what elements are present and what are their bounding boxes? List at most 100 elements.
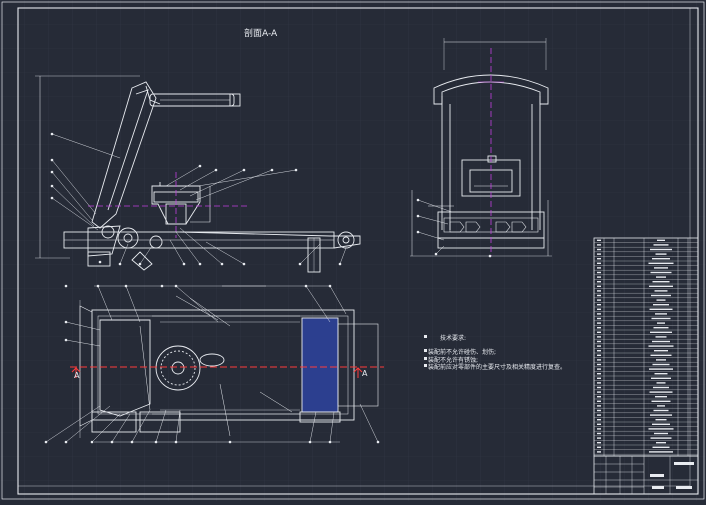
tech-req-item-1: 装配前不允许碰伤、划伤; [428,348,496,356]
parts-row-text-mark [654,432,668,435]
parts-row-text-mark [649,391,673,393]
section-title: 剖面A-A [244,27,278,39]
parts-row-index-mark [597,386,601,389]
parts-row-text-mark [651,294,671,297]
front-view [410,38,552,258]
parts-row-index-mark [597,382,601,384]
parts-row-text-mark [652,363,670,366]
parts-row-index-mark [597,363,601,366]
parts-row-index-mark [597,327,601,329]
parts-list-table [593,237,699,457]
parts-row-index-mark [597,285,601,287]
parts-row-text-mark [655,313,667,315]
parts-row-text-mark [650,414,672,416]
tech-req-item-3: 装配前应对零部件的主要尺寸及相关精度进行复查。 [428,363,566,371]
parts-row-text-mark [652,340,670,343]
parts-row-text-mark [654,290,668,292]
parts-row-index-mark [597,437,601,439]
parts-row-index-mark [597,331,601,333]
parts-row-index-mark [597,281,601,283]
parts-row-text-mark [654,350,668,352]
parts-row-text-mark [655,253,667,255]
parts-row-text-mark [656,382,666,384]
parts-row-index-mark [597,313,601,315]
tech-req-title: 技术要求: [440,334,466,342]
parts-row-text-mark [650,354,672,356]
parts-row-index-mark [597,299,601,301]
parts-row-text-mark [652,258,670,260]
parts-row-index-mark [597,239,601,241]
parts-row-text-mark [649,285,673,287]
section-marker-right: A [362,369,368,378]
title-block [593,455,699,495]
parts-row-text-mark [650,271,672,274]
parts-row-index-mark [597,396,601,398]
parts-row-index-mark [597,317,601,320]
section-marker-left: A [74,371,80,380]
technical-requirements: 技术要求: 装配前不允许碰伤、划伤; 装配不允许有锈蚀; 装配前应对零部件的主要… [424,334,566,371]
tech-req-item-2: 装配不允许有锈蚀; [428,356,478,364]
parts-row-index-mark [597,451,601,453]
parts-row-text-mark [653,409,669,412]
parts-row-index-mark [597,354,601,356]
parts-row-index-mark [597,262,601,264]
parts-row-index-mark [597,253,601,255]
parts-row-index-mark [597,419,601,421]
parts-row-index-mark [597,304,601,306]
parts-row-index-mark [597,308,601,310]
parts-row-text-mark [655,336,667,338]
parts-row-text-mark [652,281,670,283]
parts-row-text-mark [656,299,666,301]
parts-row-text-mark [648,428,674,430]
parts-row-index-mark [597,432,601,435]
plan-view: A A [44,284,384,444]
parts-row-index-mark [597,409,601,412]
parts-row-text-mark [655,396,667,398]
parts-row-text-mark [654,267,668,269]
parts-row-text-mark [651,400,671,402]
parts-row-index-mark [597,377,601,379]
parts-row-index-mark [597,345,601,347]
parts-row-index-mark [597,400,601,402]
parts-row-index-mark [597,442,601,444]
parts-row-index-mark [597,359,601,361]
parts-row-text-mark [649,451,673,453]
parts-row-index-mark [597,340,601,343]
parts-row-index-mark [597,294,601,297]
parts-row-index-mark [597,267,601,269]
parts-row-text-mark [656,359,666,361]
parts-row-index-mark [597,405,601,407]
parts-row-text-mark [656,276,666,278]
parts-row-index-mark [597,271,601,274]
parts-row-text-mark [650,331,672,333]
parts-row-index-mark [597,248,601,251]
parts-row-text-mark [653,244,669,246]
parts-row-text-mark [651,317,671,320]
parts-row-index-mark [597,244,601,246]
parts-row-text-mark [648,345,674,347]
parts-row-text-mark [651,377,671,379]
parts-row-text-mark [656,442,666,444]
parts-row-index-mark [597,276,601,278]
parts-row-text-mark [649,308,673,310]
parts-row-index-mark [597,368,601,370]
parts-row-index-mark [597,391,601,393]
parts-row-text-mark [657,322,665,324]
side-section-view: 剖面A-A [35,27,361,273]
parts-row-index-mark [597,373,601,375]
parts-row-index-mark [597,414,601,416]
inner-frame-secondary [17,7,691,487]
parts-row-text-mark [649,368,673,370]
parts-row-text-mark [653,304,669,306]
parts-row-text-mark [648,262,674,264]
parts-row-text-mark [655,419,667,421]
parts-row-index-mark [597,336,601,338]
parts-row-text-mark [650,437,672,439]
parts-row-index-mark [597,258,601,260]
parts-row-index-mark [597,322,601,324]
parts-row-index-mark [597,290,601,292]
